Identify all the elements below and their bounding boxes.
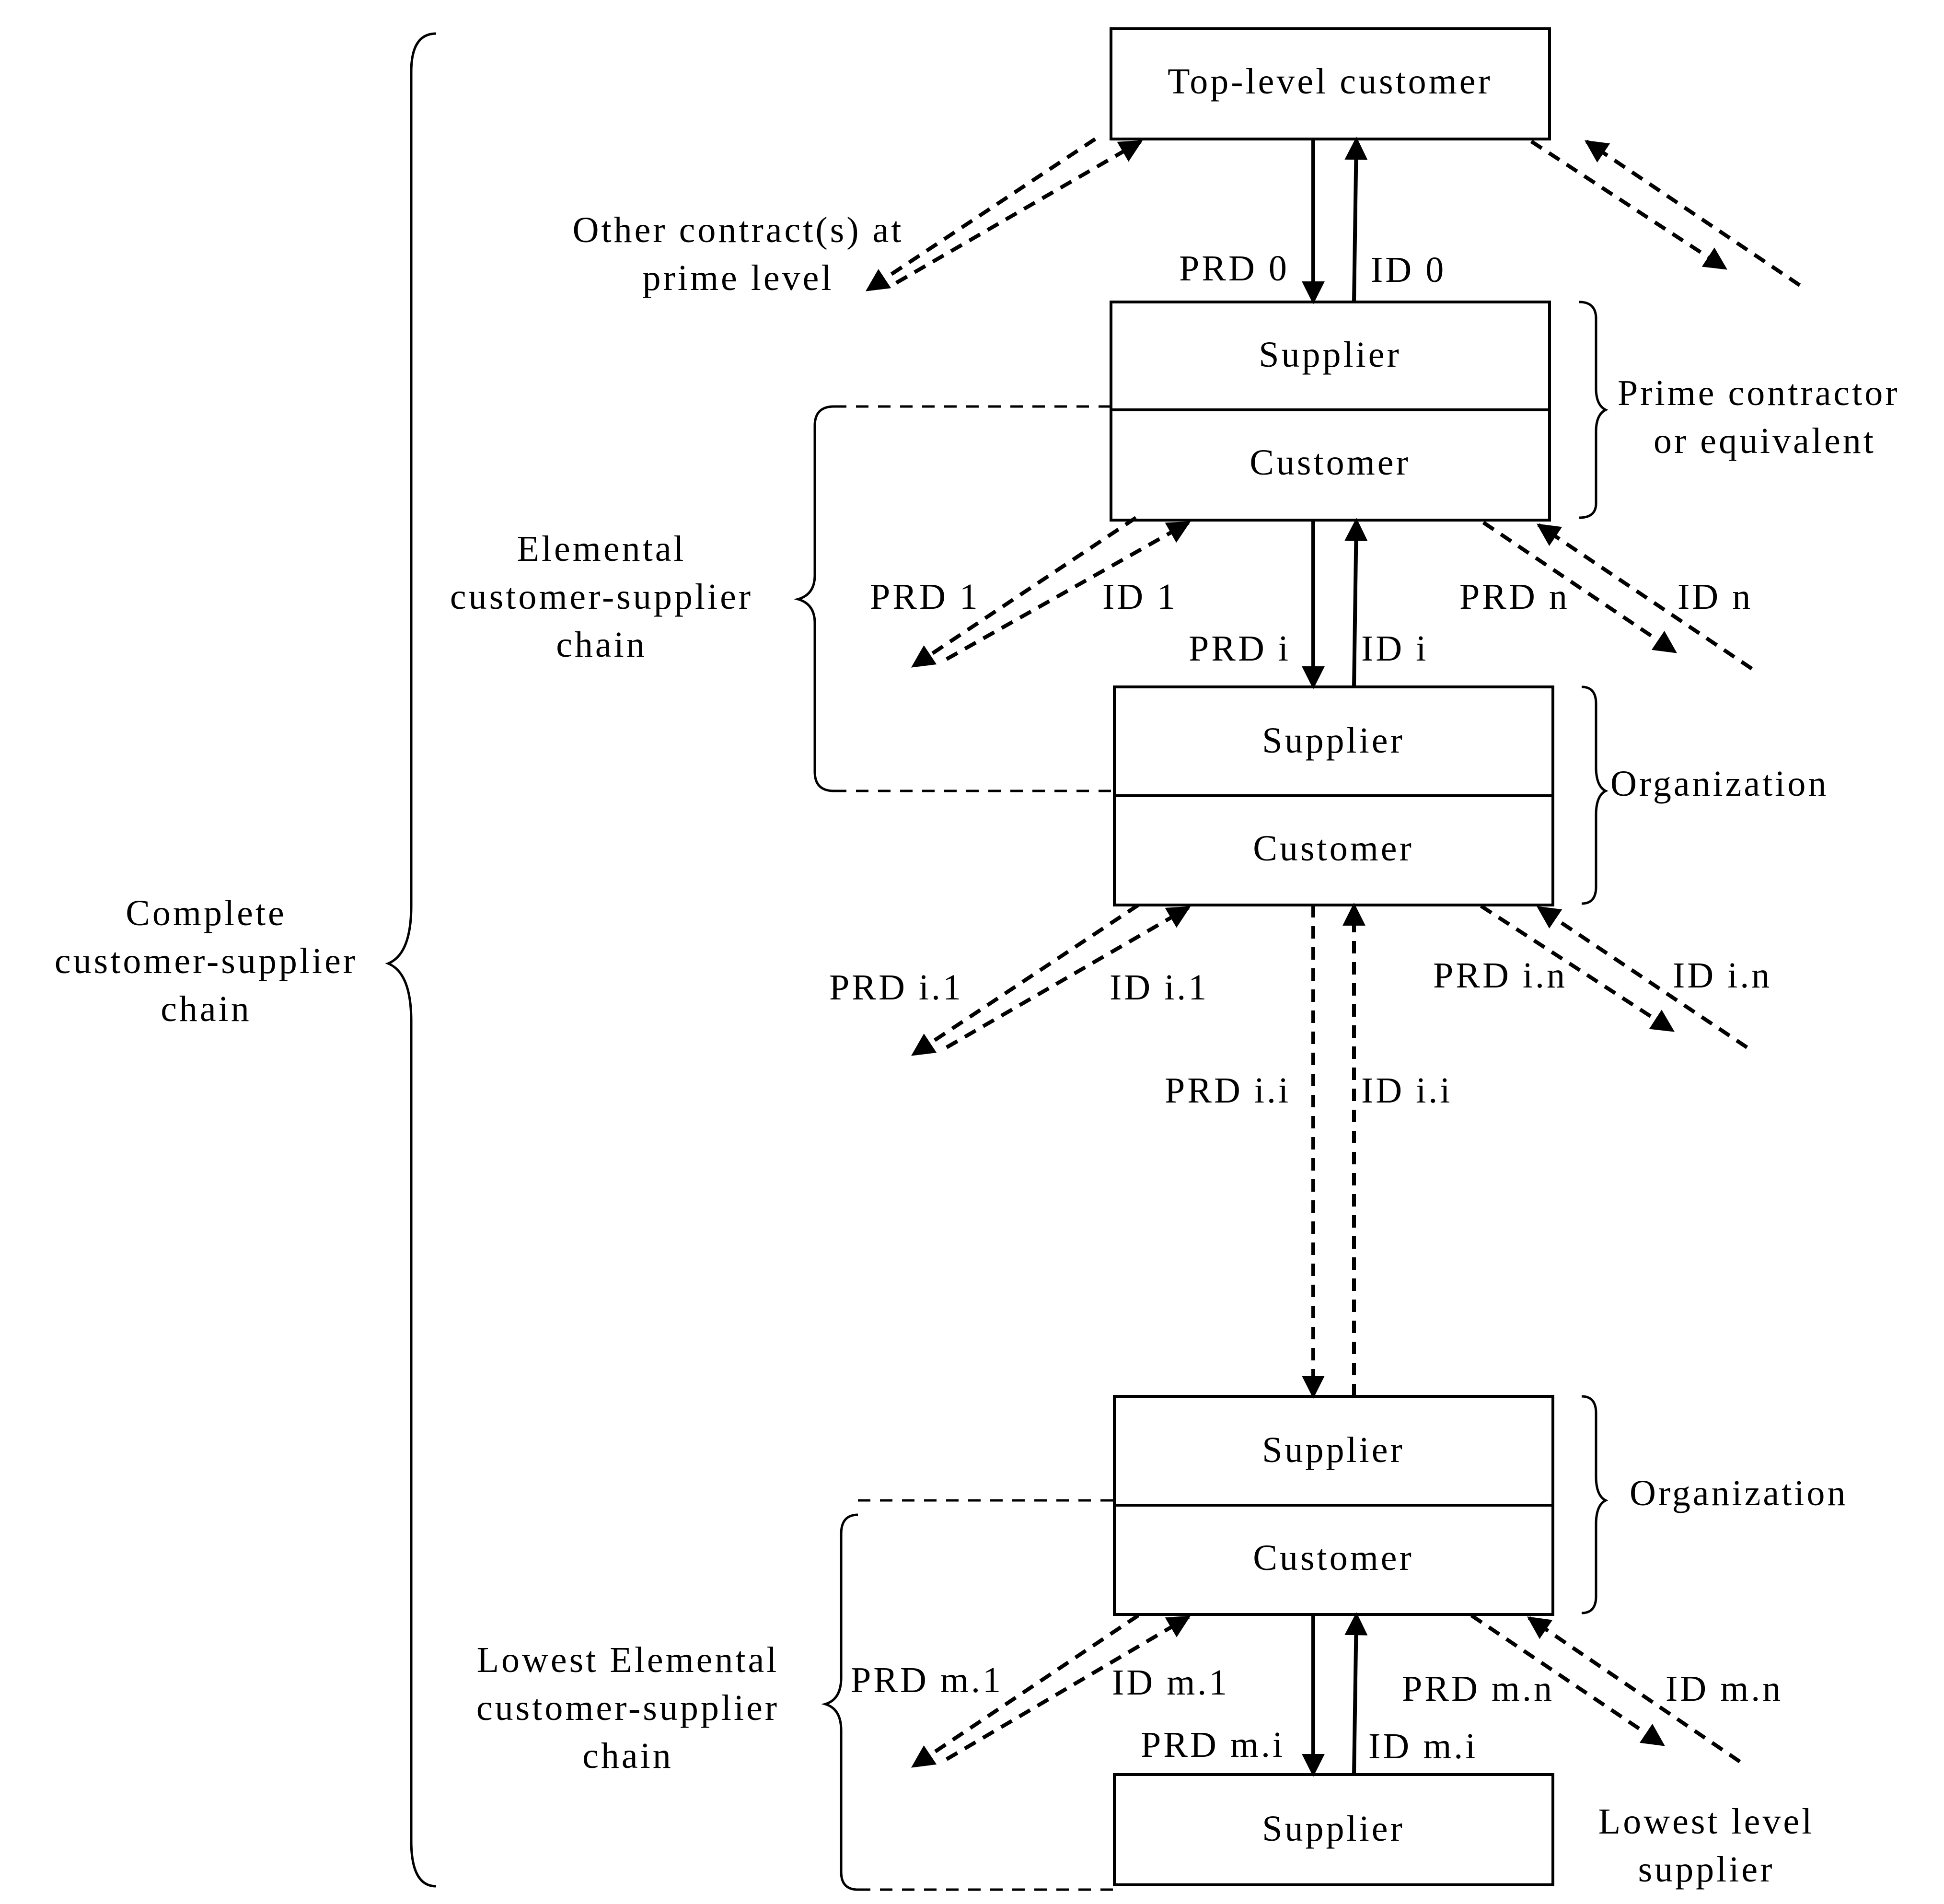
prd-in-arrow <box>1480 904 1675 1033</box>
prd-m1-label: PRD m.1 <box>851 1660 1003 1700</box>
elemental-chain-line-2: customer-supplier <box>450 577 753 617</box>
id-m1-label: ID m.1 <box>1112 1662 1229 1703</box>
prd-1-label: PRD 1 <box>870 577 980 617</box>
id-n-label: ID n <box>1678 577 1753 617</box>
prd-m1-arrow <box>911 1614 1140 1768</box>
prime-supplier-label: Supplier <box>1259 335 1401 375</box>
id-mn-label: ID m.n <box>1666 1669 1783 1709</box>
prd-ii-label: PRD i.i <box>1165 1070 1291 1111</box>
top-level-customer-label: Top-level customer <box>1168 61 1493 102</box>
prime-customer-label: Customer <box>1250 442 1411 483</box>
id-0-label: ID 0 <box>1371 250 1446 290</box>
lowest-supplier-box: Supplier <box>1113 1773 1554 1886</box>
organization-customer-label: Customer <box>1253 828 1414 869</box>
prd-in-label: PRD i.n <box>1433 955 1567 996</box>
id-i1-label: ID i.1 <box>1110 967 1209 1008</box>
lowest-chain-brace <box>821 1513 858 1891</box>
organization-1-label: Organization <box>1610 764 1828 804</box>
lowest-supplier-label: Supplier <box>1262 1809 1405 1849</box>
id-1-label: ID 1 <box>1102 577 1178 617</box>
prd-i1-label: PRD i.1 <box>829 967 963 1008</box>
prd-i-label: PRD i <box>1189 628 1291 669</box>
id-in-label: ID i.n <box>1673 955 1772 996</box>
prd-i1-arrow <box>911 903 1140 1056</box>
lower-organization-customer-label: Customer <box>1253 1538 1414 1578</box>
elemental-chain-line-3: chain <box>556 625 647 665</box>
prime-other-right-out-arrow <box>1530 139 1728 270</box>
id-m1-arrow <box>945 1615 1191 1761</box>
other-contracts-line-2: prime level <box>643 258 834 298</box>
prime-contractor-line-2: or equivalent <box>1654 421 1876 461</box>
id-mn-arrow <box>1527 1616 1741 1764</box>
complete-chain-line-2: customer-supplier <box>55 941 358 981</box>
prime-other-right-in-arrow <box>1585 139 1801 287</box>
id-mi-arrow <box>1344 1612 1368 1775</box>
prime-other-left-in-arrow <box>895 139 1143 285</box>
complete-chain-line-3: chain <box>161 989 252 1029</box>
lower-organization-box: Supplier Customer <box>1113 1395 1554 1616</box>
id-i1-arrow <box>945 906 1191 1049</box>
lowest-chain-line-2: customer-supplier <box>476 1688 779 1728</box>
id-1-arrow <box>946 521 1191 661</box>
id-i-arrow <box>1344 518 1368 687</box>
prd-mn-arrow <box>1470 1614 1665 1747</box>
id-0-arrow <box>1344 137 1368 302</box>
elemental-chain-brace <box>793 405 834 792</box>
id-mi-label: ID m.i <box>1368 1726 1478 1766</box>
lowest-chain-line-3: chain <box>582 1736 673 1776</box>
prime-other-left-out-arrow <box>865 137 1097 292</box>
organization-supplier-label: Supplier <box>1262 720 1405 761</box>
prd-mi-label: PRD m.i <box>1141 1725 1285 1765</box>
prime-contractor-line-1: Prime contractor <box>1618 373 1900 413</box>
elemental-chain-line-1: Elemental <box>517 529 686 569</box>
lowest-level-supplier-line-1: Lowest level <box>1598 1801 1814 1842</box>
top-level-customer-box: Top-level customer <box>1110 27 1551 140</box>
prd-1-arrow <box>911 516 1137 668</box>
organization-2-label: Organization <box>1630 1473 1848 1513</box>
complete-chain-line-1: Complete <box>126 893 287 933</box>
id-n-arrow <box>1537 523 1753 671</box>
id-i-label: ID i <box>1361 628 1428 669</box>
id-ii-label: ID i.i <box>1361 1070 1452 1111</box>
lower-organization-supplier-label: Supplier <box>1262 1430 1405 1470</box>
prd-n-label: PRD n <box>1459 577 1570 617</box>
lowest-level-supplier-line-2: supplier <box>1638 1849 1775 1890</box>
other-contracts-line-1: Other contract(s) at <box>573 210 904 250</box>
lowest-chain-line-1: Lowest Elemental <box>477 1640 779 1680</box>
organization-2-brace <box>1581 1395 1608 1614</box>
organization-box: Supplier Customer <box>1113 685 1554 906</box>
prime-contractor-box: Supplier Customer <box>1110 301 1551 522</box>
prime-contractor-brace <box>1579 301 1608 519</box>
prd-0-label: PRD 0 <box>1179 248 1289 289</box>
prd-n-arrow <box>1482 521 1677 654</box>
prd-mn-label: PRD m.n <box>1402 1669 1554 1709</box>
organization-1-brace <box>1581 685 1608 905</box>
complete-chain-brace <box>385 32 437 1888</box>
